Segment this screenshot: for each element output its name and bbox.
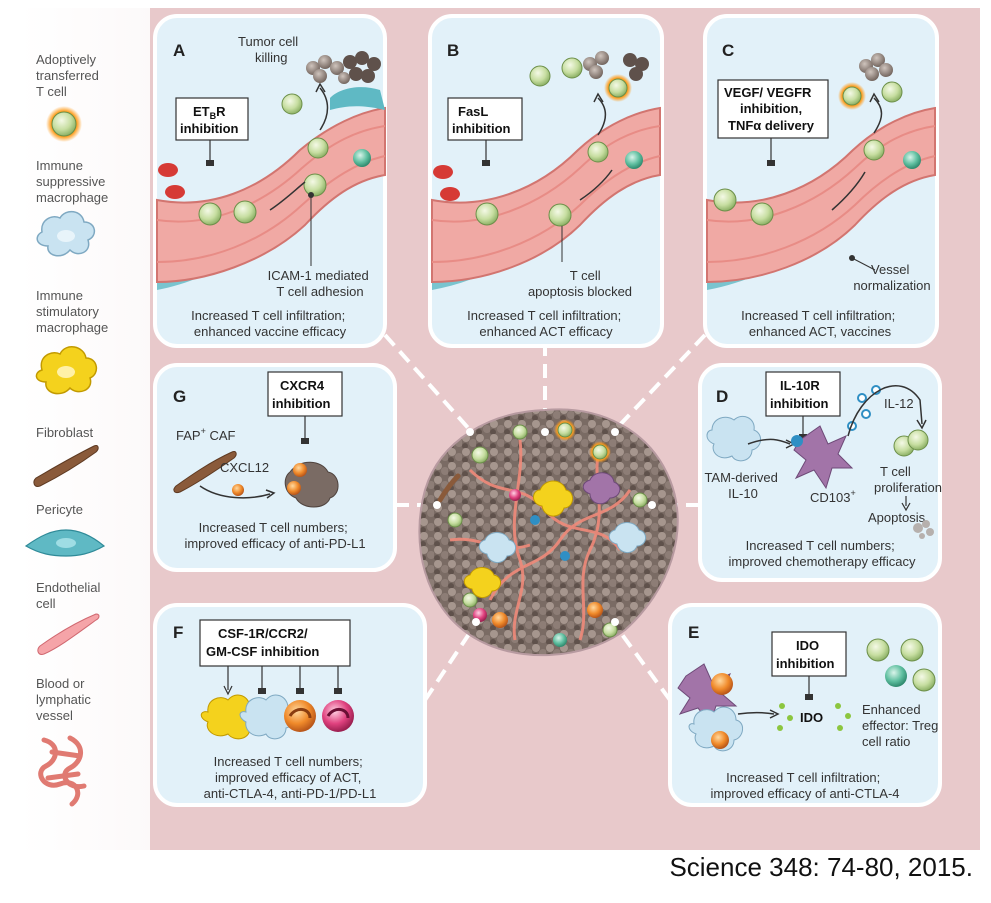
svg-text:TNFα delivery: TNFα delivery [728,118,815,133]
legend-endothelial-label: Endothelial cell [36,580,104,611]
legend-fibroblast-label: Fibroblast [36,425,93,440]
legend-fibroblast-icon [33,445,99,487]
svg-text:CXCR4: CXCR4 [280,378,325,393]
tumor-microenvironment-diagram: Adoptively transferred T cell Immune sup… [20,8,980,850]
panel-f-caption: Increased T cell numbers; improved effic… [204,754,377,801]
panel-g-fap-label: FAP+ CAF [176,426,236,443]
panel-e-caption: Increased T cell infiltration; improved … [710,770,899,801]
panel-d-cd103-dc-icon [793,425,854,490]
legend-adoptive-t-icon [46,106,82,142]
panel-e-effector-label: Enhanced effector: Treg cell ratio [862,702,942,749]
legend-endothelial-icon [37,613,100,655]
legend-vessel-icon [38,735,87,807]
panel-d-inhibitor-box: IL-10R inhibition [765,371,841,440]
panel-b-letter: B [447,41,459,60]
svg-text:GM-CSF inhibition: GM-CSF inhibition [206,644,319,659]
svg-text:inhibition: inhibition [272,396,331,411]
panel-a-caption: Increased T cell infiltration; enhanced … [191,308,349,339]
panel-f-letter: F [173,623,183,642]
legend-stimulatory-label: Immune stimulatory macrophage [36,288,108,335]
panel-d-caption: Increased T cell numbers; improved chemo… [729,538,916,569]
legend-vessel-label: Blood or lymphatic vessel [36,676,95,723]
legend-adoptive-t-label: Adoptively transferred T cell [36,52,103,99]
panel-b-inhibitor-box: FasL inhibition [447,97,523,166]
panel-b-apoptosis-label: T cell apoptosis blocked [528,268,632,299]
panel-a: A Tumor cell killing [153,14,387,348]
panel-g-caption: Increased T cell numbers; improved effic… [184,520,365,551]
panel-g-inhibitor-box: CXCR4 inhibition [267,371,343,444]
panel-d-cd103-label: CD103+ [810,488,856,505]
svg-text:inhibition: inhibition [776,656,835,671]
panel-b: B FasL inhibition [428,14,664,348]
panel-a-tumor-killing-label: Tumor cell killing [238,34,302,65]
panel-a-vessel [156,106,386,290]
svg-text:inhibition: inhibition [770,396,829,411]
panel-a-letter: A [173,41,185,60]
panel-d-tam-icon [706,415,761,462]
svg-text:CSF-1R/CCR2/: CSF-1R/CCR2/ [218,626,308,641]
panel-f-monocyte-icon [284,700,316,732]
svg-text:IDO: IDO [796,638,819,653]
panel-d-il12-label: IL-12 [884,396,914,411]
panel-c-normalization-label: Vessel normalization [853,262,930,293]
svg-text:inhibition: inhibition [180,121,239,136]
panel-a-inhibitor-box: ETBR inhibition [175,97,249,166]
panel-d-letter: D [716,387,728,406]
panel-d: D IL-10R inhibition IL-12 TAM-derived IL… [698,363,942,582]
panel-a-icam-label: ICAM-1 mediated T cell adhesion [268,268,373,299]
panel-g-letter: G [173,387,186,406]
panel-b-caption: Increased T cell infiltration; enhanced … [467,308,625,339]
panel-d-apoptosis-label: Apoptosis [868,510,926,525]
panel-e-ido-dots [777,703,851,731]
panel-f-inhibitor-box: CSF-1R/CCR2/ GM-CSF inhibition [199,619,351,696]
panel-g: G CXCR4 inhibition FAP+ CAF CXCL12 Incre… [153,363,397,572]
legend: Adoptively transferred T cell Immune sup… [24,52,109,807]
panel-e-letter: E [688,623,699,642]
panel-e-ido-label: IDO [800,710,823,725]
panel-f-neutrophil-icon [322,700,354,732]
legend-suppressive-label: Immune suppressive macrophage [36,158,109,205]
panel-e: E IDO inhibition IDO Enhanced effector: … [668,603,942,807]
panel-c-letter: C [722,41,734,60]
legend-pericyte-label: Pericyte [36,502,83,517]
panel-e-macrophage-icon [688,706,743,752]
panel-c-caption: Increased T cell infiltration; enhanced … [741,308,899,339]
panel-g-fibroblast-icon [173,451,237,493]
panel-c-inhibitor-box: VEGF/ VEGFR inhibition, TNFα delivery [717,79,829,166]
citation: Science 348: 74-80, 2015. [669,852,973,882]
panel-e-inhibitor-box: IDO inhibition [771,631,847,700]
svg-text:FasL: FasL [458,104,488,119]
panel-d-proliferation-label: T cell proliferation [874,464,942,495]
svg-text:VEGF/ VEGFR: VEGF/ VEGFR [724,85,812,100]
svg-text:ETBR: ETBR [193,104,226,121]
panel-c: C VEGF/ VEGFR inhibition, TNFα delivery [703,14,939,348]
panel-d-tam-label: TAM-derived IL-10 [704,470,781,501]
central-tumor [383,333,707,702]
svg-text:inhibition: inhibition [452,121,511,136]
svg-text:inhibition,: inhibition, [740,101,802,116]
panel-a-tumor-cluster [306,51,381,84]
panel-f-suppressive-macrophage-icon [239,694,295,740]
panel-b-tumor-cluster [583,51,649,102]
panel-f: F CSF-1R/CCR2/ GM-CSF inhibition Increas… [153,603,427,807]
svg-text:IL-10R: IL-10R [780,378,820,393]
panel-c-tumor-cluster [838,53,893,110]
panel-g-cxcl12-label: CXCL12 [220,460,269,475]
